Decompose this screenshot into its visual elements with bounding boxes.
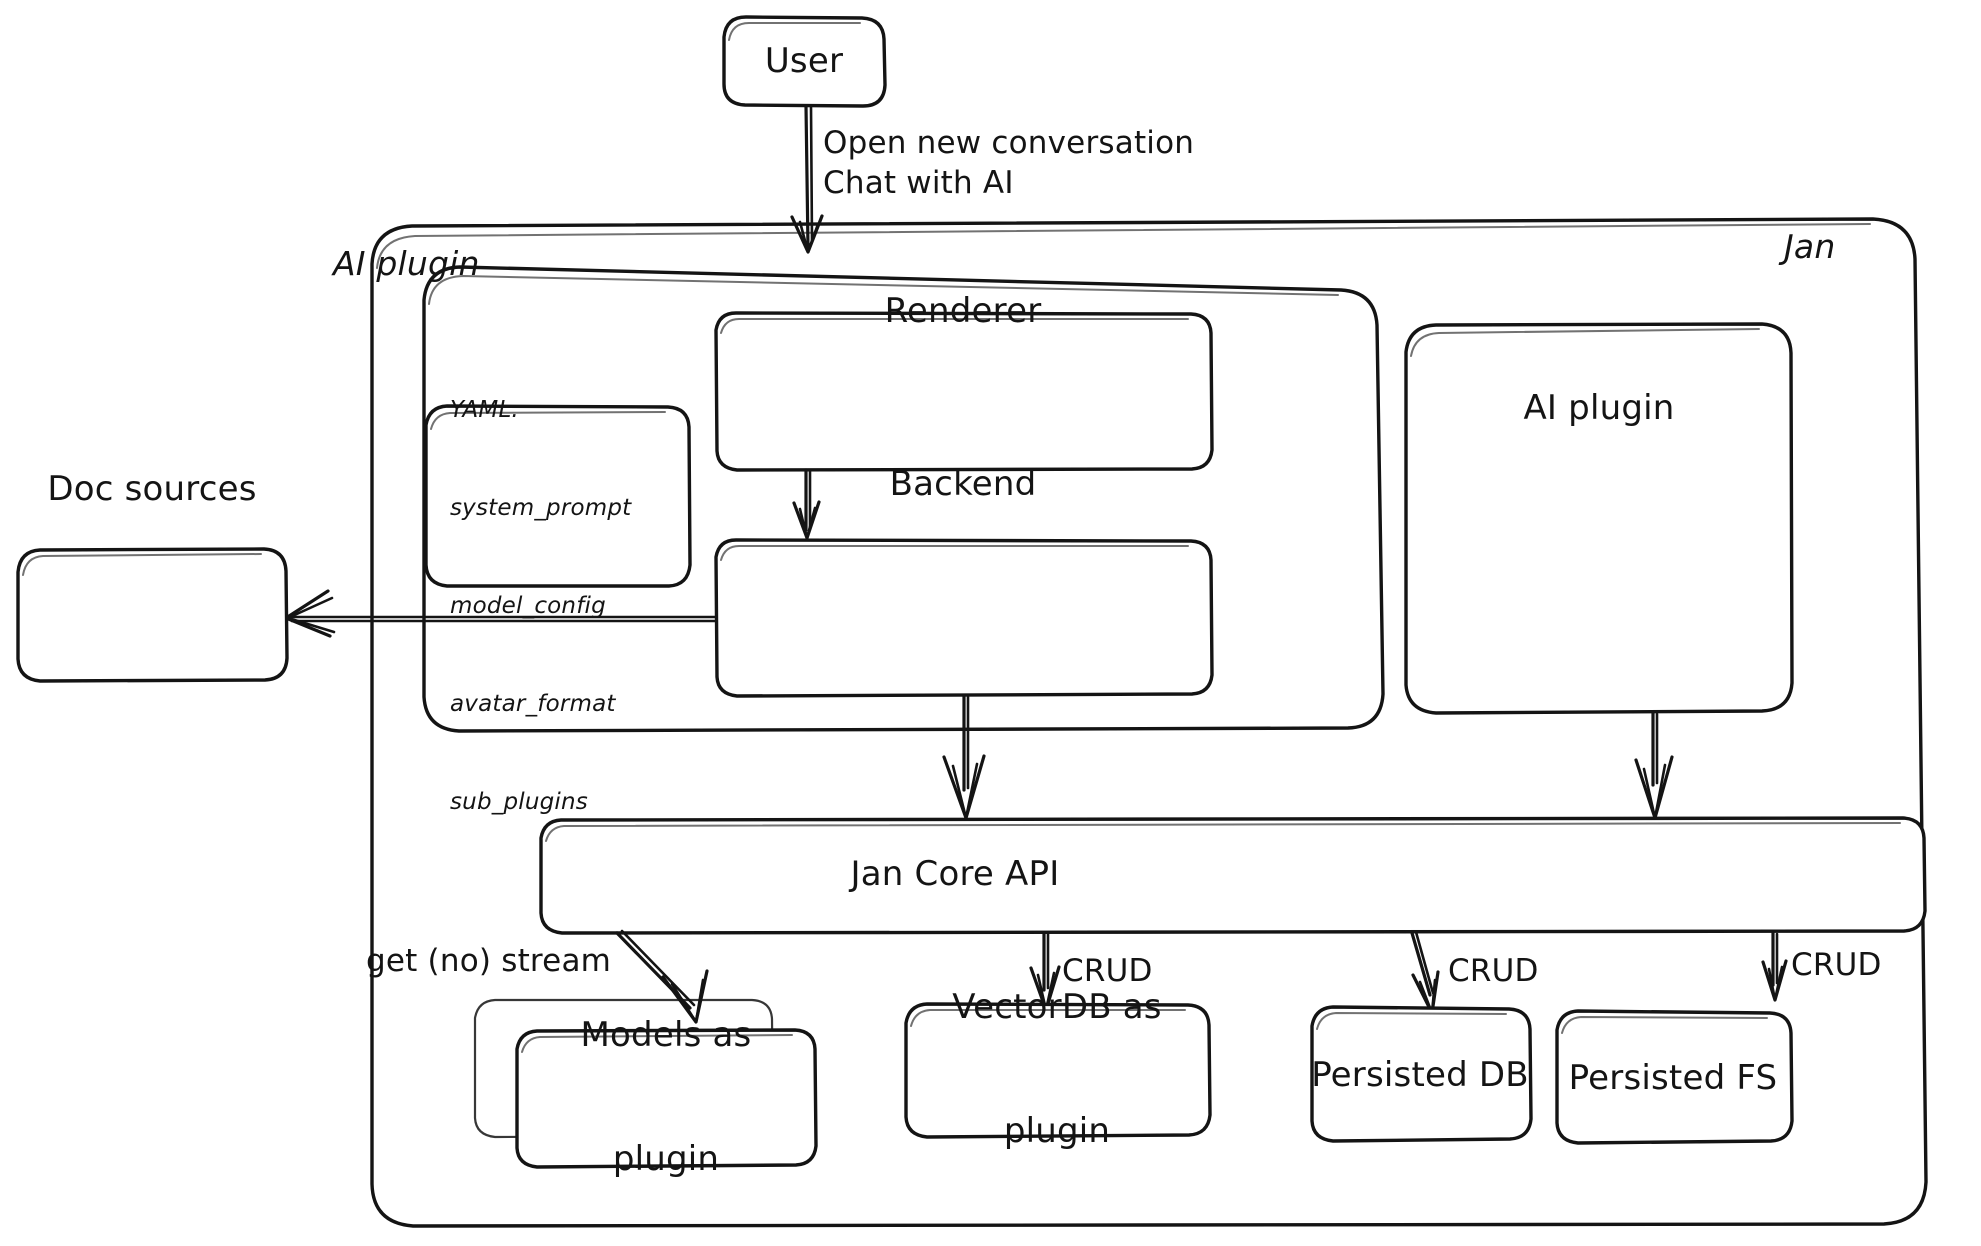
ai-plugin-right-box-shape: [1404, 322, 1794, 715]
persisted-fs-node-label: Persisted FS: [1568, 1057, 1778, 1098]
models-as-plugin-line2: plugin: [612, 1139, 720, 1180]
user-node-label: User: [764, 40, 844, 81]
ai-plugin-right-node-label: AI plugin: [1523, 387, 1675, 428]
yaml-card: YAML: system_prompt model_config avatar_…: [450, 329, 631, 884]
vectordb-as-plugin-line2: plugin: [1003, 1111, 1111, 1152]
yaml-heading: YAML:: [450, 397, 520, 424]
yaml-key-avatar-format: avatar_format: [450, 691, 616, 718]
edge-label-crud-persisted-db: CRUD: [1448, 953, 1539, 989]
yaml-key-model-config: model_config: [450, 593, 606, 620]
jan-core-api-node-label: Jan Core API: [850, 853, 1060, 894]
persisted-db-box-shape: [1310, 1005, 1533, 1143]
edge-label-open-new-conversation: Open new conversation: [823, 125, 1195, 161]
doc-sources-box-shape: [16, 547, 289, 683]
backend-box-shape: [714, 538, 1214, 698]
vectordb-as-plugin-box-shape: [904, 1002, 1212, 1139]
user-box-shape: [722, 15, 887, 108]
persisted-fs-box-shape: [1555, 1009, 1794, 1145]
edge-label-crud-vectordb: CRUD: [1062, 953, 1153, 989]
yaml-key-system-prompt: system_prompt: [450, 495, 632, 522]
jan-container-label: Jan: [1784, 227, 1836, 266]
ai-plugin-container-label: AI plugin: [333, 244, 480, 283]
edge-label-get-no-stream: get (no) stream: [366, 943, 612, 979]
vectordb-as-plugin-node-label: VectorDB as plugin: [952, 904, 1161, 1236]
models-as-plugin-line1: Models as: [580, 1015, 752, 1056]
edge-user-to-renderer: [790, 104, 824, 254]
edge-label-crud-persisted-fs: CRUD: [1791, 947, 1882, 983]
yaml-card-shape: [424, 404, 692, 588]
backend-node-label: Backend: [889, 463, 1037, 504]
vectordb-as-plugin-line1: VectorDB as: [952, 987, 1162, 1028]
jan-core-api-box-shape: [539, 816, 1927, 935]
models-as-plugin-node-label: Models as plugin: [581, 932, 752, 1246]
doc-sources-node-label: Doc sources: [47, 468, 257, 509]
persisted-db-node-label: Persisted DB: [1311, 1054, 1529, 1095]
edge-label-chat-with-ai: Chat with AI: [823, 165, 1014, 201]
edge-core-to-models: [615, 929, 709, 1024]
models-as-plugin-box-shape: [473, 998, 818, 1169]
renderer-box-shape: [714, 311, 1214, 472]
renderer-node-label: Renderer: [884, 290, 1042, 331]
edge-core-to-persisted-fs: [1761, 931, 1788, 1002]
edge-renderer-to-backend: [792, 468, 821, 540]
yaml-key-sub-plugins: sub_plugins: [450, 789, 588, 816]
